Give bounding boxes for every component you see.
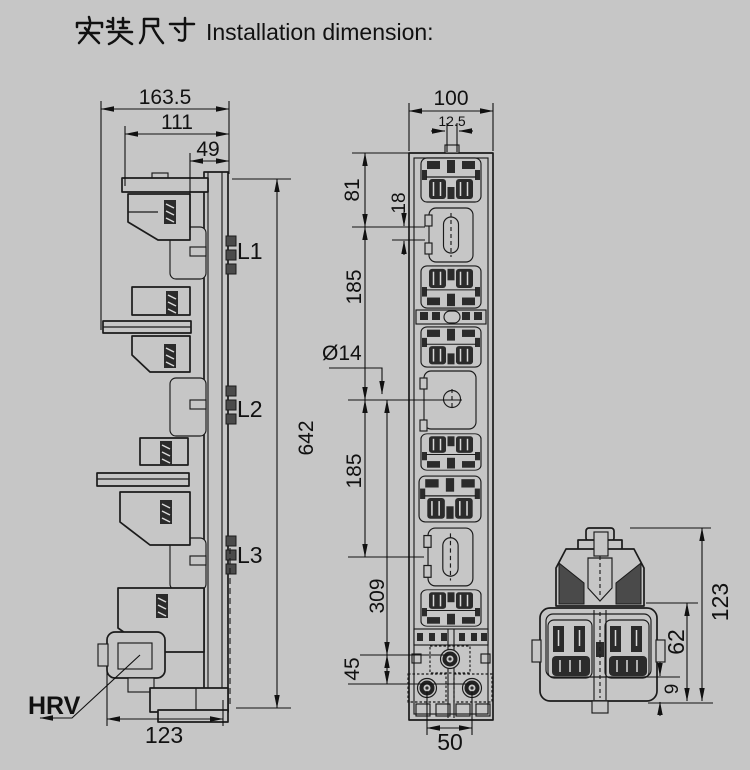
- dim-text-45: 45: [341, 657, 364, 680]
- phase-label-l1: L1: [237, 238, 263, 264]
- dim-text-100: 100: [433, 87, 468, 110]
- dim-end-foot-height: 9: [646, 662, 683, 716]
- bottom-terminal-unit: [97, 587, 205, 693]
- dim-overall-height: 642: [232, 178, 318, 709]
- dim-text-123-end: 123: [707, 583, 733, 621]
- dim-slot-height-18: 18: [389, 192, 425, 255]
- fuse-clip-module: [420, 326, 482, 368]
- phase-label-l3: L3: [237, 542, 263, 568]
- dim-text-12-5: 12.5: [438, 113, 465, 129]
- page-title: 安装尺寸 Installation dimension:: [75, 15, 434, 46]
- dim-end-body-height: 62: [646, 602, 698, 702]
- dim-81: 81: [341, 152, 425, 228]
- busbar-clamp-tabs: [225, 385, 237, 425]
- dim-text-111: 111: [161, 111, 193, 134]
- dim-309: 309: [360, 399, 451, 656]
- fuse-unit-l3-contact: [96, 437, 191, 546]
- dim-text-185-lower: 185: [343, 453, 366, 488]
- fuse-clip-module: [418, 475, 482, 523]
- front-view-drawing: [407, 144, 494, 721]
- dim-text-81: 81: [341, 178, 364, 201]
- side-view: 163.5 111 49 642 123: [28, 86, 318, 748]
- side-base: [149, 687, 229, 723]
- dim-base-depth: 123: [106, 672, 224, 748]
- front-view-dimensions: 100 12.5 81 18: [322, 87, 494, 755]
- side-view-dimensions: 163.5 111 49 642 123: [28, 86, 318, 748]
- end-view-drawing: [531, 527, 666, 714]
- terminal-bolt: [438, 647, 462, 671]
- front-view: 100 12.5 81 18: [322, 87, 494, 755]
- fuse-clip-module: [420, 589, 482, 627]
- dim-text-642: 642: [295, 420, 318, 455]
- fuse-clip-module: [420, 157, 482, 203]
- product-label: HRV: [28, 692, 81, 720]
- fuse-cover-module-l1: [424, 207, 474, 263]
- busbar-clamp-tabs: [225, 535, 237, 575]
- dim-text-123-base: 123: [145, 722, 183, 748]
- terminal-pad: [407, 673, 447, 703]
- dim-text-163-5: 163.5: [139, 86, 192, 109]
- dim-end-overall-height: 123: [630, 527, 733, 704]
- end-view-dimensions: 123 62 9: [630, 527, 733, 716]
- dim-terminal-spacing: 50: [426, 691, 473, 755]
- fuse-receptacle: [547, 619, 593, 679]
- fuse-receptacle: [604, 619, 650, 679]
- dim-text-18: 18: [389, 192, 410, 213]
- bottom-tab: [591, 700, 609, 714]
- dim-handle-depth: 111: [124, 111, 230, 186]
- dim-overall-width: 100: [408, 87, 494, 151]
- dim-text-50: 50: [437, 729, 463, 755]
- fuse-unit-top: [121, 172, 209, 241]
- dim-top-slot-width: 12.5: [431, 113, 473, 152]
- mounting-hole-module: [419, 370, 477, 432]
- dim-text-185-upper: 185: [343, 269, 366, 304]
- end-view: 123 62 9: [531, 527, 733, 716]
- dim-pitch-1: 185: [343, 226, 368, 401]
- dim-text-62: 62: [663, 629, 689, 655]
- dim-text-309: 309: [366, 578, 389, 613]
- dim-45: 45: [341, 654, 474, 685]
- phase-label-l2: L2: [237, 396, 263, 422]
- fuse-unit-l2-contact: [102, 286, 192, 373]
- bottom-terminal-zone: [407, 628, 493, 718]
- dim-text-9: 9: [662, 684, 683, 695]
- product-callout: HRV: [28, 654, 141, 721]
- terminal-pad: [429, 645, 471, 674]
- side-view-drawing: [96, 171, 237, 723]
- title-english: Installation dimension:: [206, 19, 434, 45]
- busbar-link-band: [415, 309, 487, 325]
- busbar-clamp-tabs: [225, 235, 237, 275]
- fuse-cover-module-l3: [423, 527, 474, 587]
- cable-clamp: [106, 631, 166, 679]
- title-chinese-glyphs: [75, 15, 196, 46]
- dim-text-49: 49: [196, 138, 219, 161]
- fuse-clip-module: [420, 265, 482, 309]
- fuse-clip-module: [420, 433, 482, 471]
- dim-front-depth: 49: [189, 138, 230, 230]
- dim-text-dia14: Ø14: [322, 342, 362, 365]
